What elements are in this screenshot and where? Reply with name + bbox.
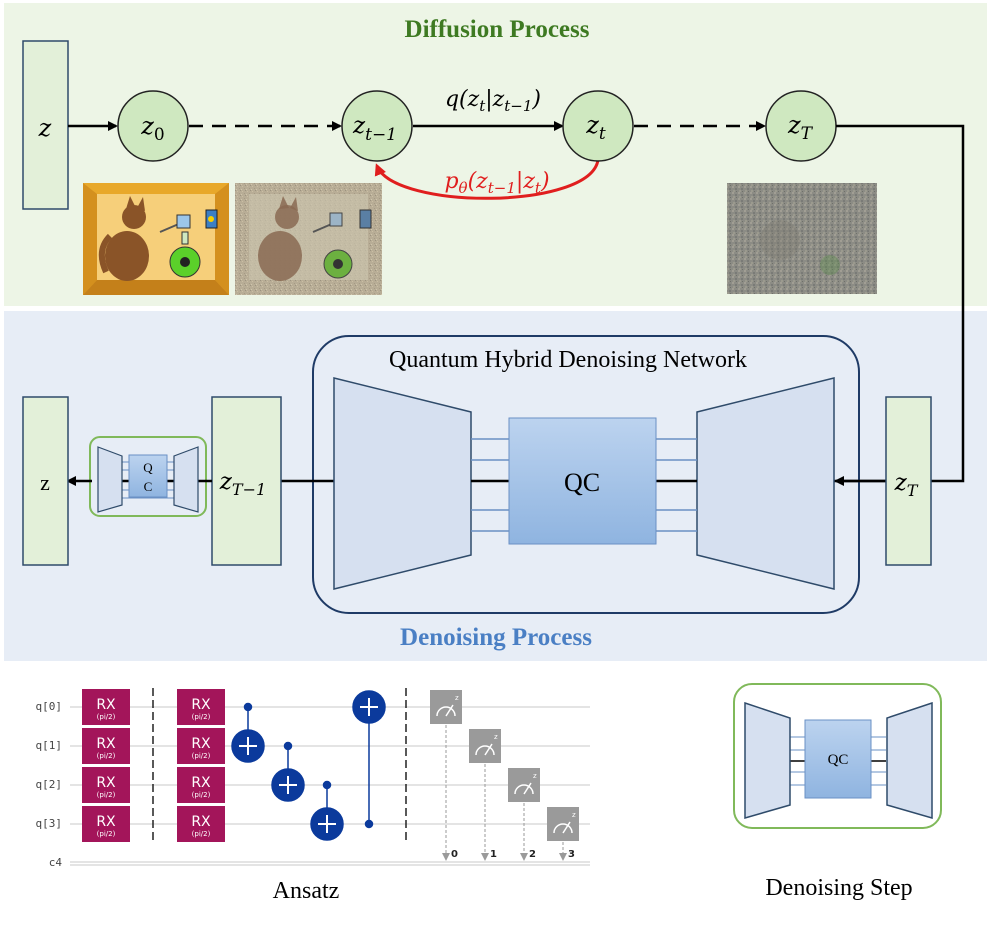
svg-text:RX: RX (191, 775, 211, 791)
svg-text:(pi/2): (pi/2) (192, 713, 211, 721)
node-zt: zt (562, 90, 634, 162)
svg-text:RX: RX (96, 775, 116, 791)
network-title: Quantum Hybrid Denoising Network (389, 347, 747, 373)
diffusion-input-label: z (38, 114, 52, 142)
svg-text:RX: RX (191, 697, 211, 713)
svg-text:(pi/2): (pi/2) (97, 830, 116, 838)
qubit-label: q[2] (36, 778, 63, 791)
svg-text:zT: zT (787, 111, 814, 144)
denoising-output-box: z (22, 396, 69, 566)
ansatz-circuit: q[0] q[1] q[2] q[3] c4 (36, 688, 590, 869)
svg-text:C: C (144, 479, 153, 494)
node-zT: zT (765, 90, 837, 162)
svg-text:(pi/2): (pi/2) (192, 791, 211, 799)
reverse-arrow (374, 159, 600, 200)
pure-noise-image-icon (727, 183, 877, 294)
svg-text:(pi/2): (pi/2) (97, 791, 116, 799)
node-z0: z0 (117, 90, 189, 162)
svg-text:zt−1: zt−1 (352, 113, 397, 145)
denoised-intermediate-box: zT−1 (211, 396, 282, 566)
denoising-step-caption: Denoising Step (765, 875, 912, 901)
measurement-gates: z z z z 0 1 2 3 (430, 690, 579, 861)
qubit-label: q[3] (36, 817, 63, 830)
svg-text:RX: RX (96, 697, 116, 713)
clean-cat-image-icon (83, 183, 229, 295)
svg-text:2: 2 (529, 849, 536, 860)
svg-text:QC: QC (828, 752, 849, 768)
svg-text:0: 0 (451, 849, 458, 860)
svg-text:1: 1 (490, 849, 497, 860)
svg-text:RX: RX (96, 736, 116, 752)
svg-text:RX: RX (96, 814, 116, 830)
svg-text:zT−1: zT−1 (219, 469, 266, 499)
svg-text:(pi/2): (pi/2) (97, 713, 116, 721)
denoising-title: Denoising Process (400, 624, 592, 651)
cnot-gates (231, 690, 386, 841)
svg-text:z: z (455, 694, 459, 702)
ansatz-caption: Ansatz (273, 878, 340, 904)
forward-process-label: q(zt|zt−1) (445, 87, 541, 115)
qc-block (508, 417, 657, 545)
svg-text:z: z (40, 470, 50, 495)
svg-text:z: z (533, 772, 537, 780)
qubit-label: q[0] (36, 700, 63, 713)
svg-text:Q: Q (143, 460, 153, 475)
svg-text:z: z (494, 733, 498, 741)
qc-label: QC (564, 468, 600, 497)
svg-text:RX: RX (191, 814, 211, 830)
diffusion-title: Diffusion Process (405, 16, 590, 43)
svg-text:z0: z0 (140, 112, 164, 145)
rx-gates-layer-2 (177, 689, 225, 842)
slightly-noisy-cat-image-icon (235, 183, 382, 295)
svg-text:3: 3 (568, 849, 575, 860)
rx-gates-layer-1 (82, 689, 130, 842)
denoising-input-box: zT (885, 396, 932, 566)
diffusion-input-box: z (22, 40, 69, 210)
svg-text:(pi/2): (pi/2) (97, 752, 116, 760)
encoder-trapezoid (333, 377, 472, 590)
node-zt-minus-1: zt−1 (341, 90, 413, 162)
classical-label: c4 (49, 856, 63, 869)
svg-text:RX: RX (191, 736, 211, 752)
svg-text:zt: zt (585, 111, 606, 144)
qubit-label: q[1] (36, 739, 63, 752)
svg-text:(pi/2): (pi/2) (192, 752, 211, 760)
svg-text:z: z (572, 811, 576, 819)
svg-text:zT: zT (894, 470, 919, 500)
denoising-step-module: QC (733, 683, 942, 829)
decoder-trapezoid (696, 377, 835, 590)
reverse-process-label: pθ(zt−1|zt) (444, 169, 549, 197)
small-denoising-module: Q C (89, 436, 212, 517)
network-frame (312, 335, 860, 614)
svg-text:(pi/2): (pi/2) (192, 830, 211, 838)
